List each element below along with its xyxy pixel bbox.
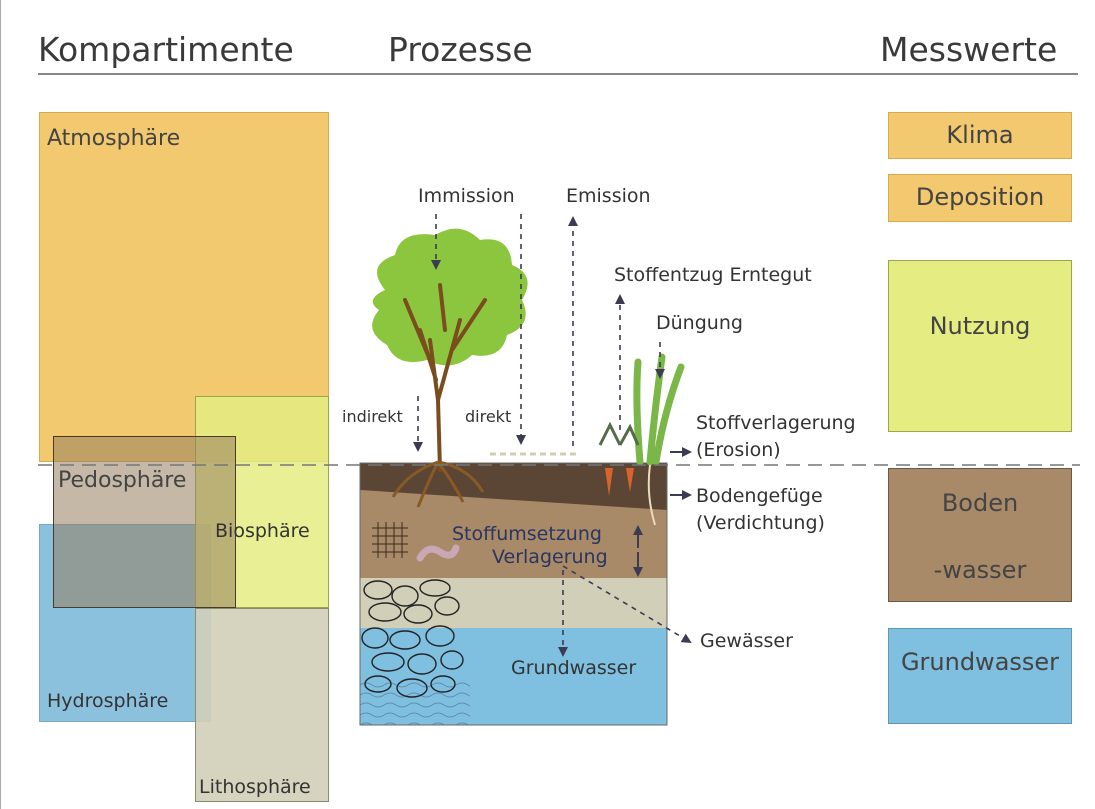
- climate-box: [888, 112, 1072, 159]
- soil-label-line1: Boden: [941, 489, 1019, 517]
- emission-label: Emission: [566, 185, 651, 207]
- atmosphere-label: Atmosphäre: [47, 126, 181, 151]
- usage-box: [888, 260, 1072, 432]
- subsoil-layer: [360, 490, 667, 578]
- immission-label: Immission: [418, 185, 515, 207]
- soil-water-box: [888, 468, 1072, 602]
- climate-label: Klima: [946, 121, 1014, 149]
- soil-grid: [372, 522, 408, 558]
- usage-label: Nutzung: [929, 312, 1031, 340]
- header-measurements: Messwerte: [880, 30, 1058, 69]
- tree-icon: [372, 228, 528, 508]
- groundwater-box: [888, 628, 1072, 724]
- plant-icon: [598, 353, 685, 526]
- header-processes: Prozesse: [388, 30, 533, 69]
- biosphere-label: Biosphäre: [215, 520, 310, 542]
- deposition-label: Deposition: [915, 183, 1045, 211]
- carrot-icon: [605, 468, 634, 496]
- relocation-label: Verlagerung: [492, 546, 608, 568]
- stones: [361, 579, 464, 698]
- erosion-label-line2: (Erosion): [696, 439, 781, 461]
- erosion-label-line1: Stoffverlagerung: [696, 412, 856, 434]
- header-compartments: Kompartimente: [38, 30, 294, 69]
- deposition-box: [888, 174, 1072, 222]
- structure-label-line1: Bodengefüge: [696, 485, 823, 507]
- water-bodies-arrow: [562, 565, 692, 644]
- transformation-label: Stoffumsetzung: [452, 523, 602, 545]
- water-bodies-label: Gewässer: [700, 630, 793, 652]
- lithosphere-label: Lithosphäre: [199, 776, 311, 798]
- structure-label-line2: (Verdichtung): [696, 512, 825, 534]
- indirect-label: indirekt: [342, 407, 403, 426]
- header-divider: [38, 73, 1078, 75]
- earthworm-icon: [416, 544, 460, 562]
- lithosphere-box: [195, 608, 329, 802]
- fertilization-label: Düngung: [656, 312, 743, 334]
- rock-layer: [360, 578, 667, 628]
- groundwater-measure-label: Grundwasser: [900, 648, 1060, 676]
- direct-label: direkt: [465, 407, 512, 426]
- left-border: [0, 0, 1, 809]
- harvest-label: Stoffentzug Erntegut: [614, 264, 812, 286]
- pedosphere-label: Pedosphäre: [58, 468, 187, 493]
- groundwater-process-label: Grundwasser: [511, 657, 637, 679]
- soil-label-line2: -wasser: [933, 556, 1027, 584]
- hydrosphere-label: Hydrosphäre: [47, 690, 169, 712]
